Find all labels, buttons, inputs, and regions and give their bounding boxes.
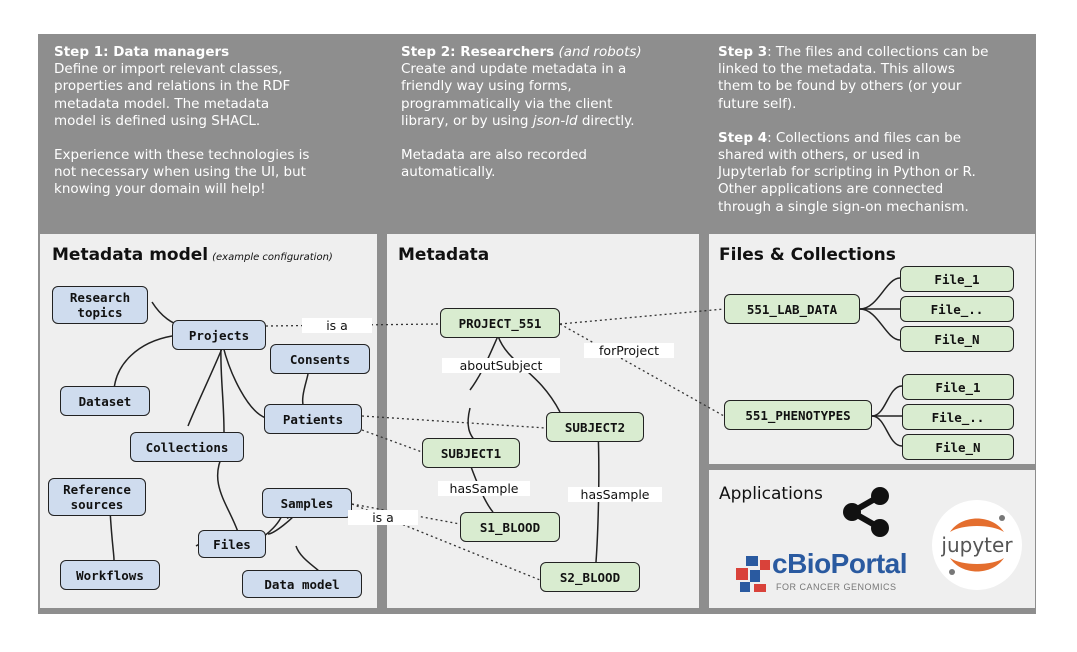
step-4-line: shared with others, or used in	[718, 147, 920, 164]
model-node-workflows: Workflows	[60, 560, 160, 590]
step-4-line: Other applications are connected	[718, 181, 944, 198]
cbioportal-logo: cBioPortal FOR CANCER GENOMICS	[732, 548, 922, 598]
edge-label-is-a: is a	[302, 318, 372, 333]
model-node-patients: Patients	[264, 404, 362, 434]
jupyter-orbit-icon	[949, 515, 1005, 575]
step-1-text: Step 1: Data managers Define or import r…	[54, 44, 394, 199]
model-node-reference-sources: Reference sources	[48, 478, 146, 516]
step-2-line: Create and update metadata in a	[401, 61, 627, 78]
cbioportal-tagline: FOR CANCER GENOMICS	[776, 582, 897, 592]
files-collections-title: Files & Collections	[719, 245, 896, 265]
jupyter-logo: jupyter	[932, 500, 1022, 590]
step-2-note: automatically.	[401, 164, 496, 181]
file-node: File_N	[902, 434, 1014, 460]
model-node-consents: Consents	[270, 344, 370, 374]
metadata-node-subject2: SUBJECT2	[546, 412, 644, 442]
file-node: File_..	[900, 296, 1014, 322]
step-3-line: : The files and collections can be	[767, 44, 989, 60]
metadata-node-s2-blood: S2_BLOOD	[540, 562, 640, 592]
step-1-note: not necessary when using the UI, but	[54, 164, 306, 181]
step-2-title: Step 2: Researchers	[401, 44, 555, 60]
step-2-title-note: (and robots)	[558, 44, 642, 60]
cbioportal-mark-icon	[736, 556, 770, 592]
model-node-research-topics: Research topics	[52, 286, 148, 324]
file-node: File_..	[902, 404, 1014, 430]
edge-label-has-sample: hasSample	[568, 487, 662, 502]
step-3-title: Step 3	[718, 44, 768, 60]
model-node-collections: Collections	[130, 432, 244, 462]
metadata-node-project-551: PROJECT_551	[440, 308, 560, 338]
file-node: File_N	[900, 326, 1014, 352]
edge-label-about-subject: aboutSubject	[442, 358, 560, 373]
step-2-line: directly.	[577, 112, 635, 129]
step-4-line: through a single sign-on mechanism.	[718, 198, 969, 215]
step-4-line: Jupyterlab for scripting in Python or R.	[718, 164, 976, 181]
model-node-samples: Samples	[262, 488, 352, 518]
model-node-dataset: Dataset	[60, 386, 150, 416]
edge-label-is-a: is a	[348, 510, 418, 525]
model-node-data-model: Data model	[242, 570, 362, 598]
step-4-title: Step 4	[718, 129, 768, 146]
collection-node-phenotypes: 551_PHENOTYPES	[724, 400, 872, 430]
step-2-line: library, or by using	[401, 112, 533, 129]
step-2-text: Step 2: Researchers (and robots) Create …	[401, 44, 701, 181]
metadata-model-title: Metadata model(example configuration)	[52, 245, 333, 265]
metadata-model-note: (example configuration)	[212, 252, 333, 263]
step-2-note: Metadata are also recorded	[401, 147, 587, 164]
edge-label-for-project: forProject	[584, 343, 674, 358]
step-1-note: Experience with these technologies is	[54, 147, 310, 164]
step-2-line: programmatically via the client	[401, 95, 613, 112]
step-3-line: linked to the metadata. This allows	[718, 61, 955, 78]
step-1-line: metadata model. The metadata	[54, 95, 270, 112]
diagram-frame: Step 1: Data managers Define or import r…	[38, 34, 1036, 614]
applications-title: Applications	[719, 484, 823, 504]
step-1-line: model is defined using SHACL.	[54, 112, 261, 129]
edge-label-has-sample: hasSample	[438, 481, 530, 496]
share-icon	[843, 487, 889, 537]
step-1-note: knowing your domain will help!	[54, 181, 266, 198]
step-2-jsonld: json-ld	[532, 112, 578, 129]
step-1-title: Step 1: Data managers	[54, 44, 230, 60]
cbioportal-wordmark: cBioPortal	[772, 548, 908, 579]
metadata-node-subject1: SUBJECT1	[422, 438, 520, 468]
metadata-node-s1-blood: S1_BLOOD	[460, 512, 560, 542]
jupyter-wordmark: jupyter	[941, 533, 1013, 557]
step-3-line: them to be found by others (or your	[718, 78, 962, 95]
step-4-line: : Collections and files can be	[767, 129, 962, 146]
step-1-line: Define or import relevant classes,	[54, 61, 283, 78]
metadata-title: Metadata	[398, 245, 490, 265]
model-node-projects: Projects	[172, 320, 266, 350]
step-3-line: future self).	[718, 95, 797, 112]
model-node-files: Files	[198, 530, 266, 558]
file-node: File_1	[900, 266, 1014, 292]
step-2-line: friendly way using forms,	[401, 78, 572, 95]
collection-node-lab-data: 551_LAB_DATA	[724, 294, 860, 324]
step-1-line: properties and relations in the RDF	[54, 78, 291, 95]
metadata-panel	[387, 234, 699, 608]
step-3-text: Step 3: The files and collections can be…	[718, 44, 1028, 216]
file-node: File_1	[902, 374, 1014, 400]
